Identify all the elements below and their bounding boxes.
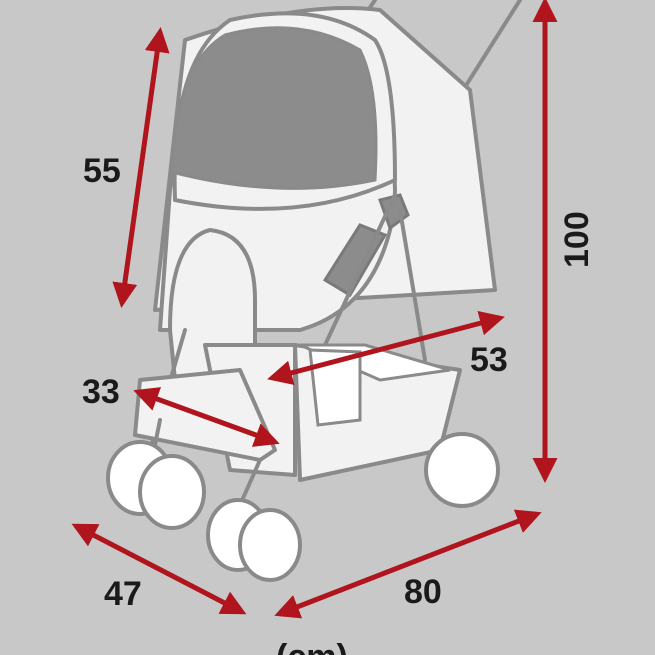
frame-joint [322,223,388,298]
stroller-illustration [106,0,522,582]
front-right-wheel [238,508,302,582]
arrow-canopy-height [112,27,170,308]
rear-right-wheel [424,432,500,508]
front-left-wheel [138,454,206,530]
dimension-arrows [71,0,558,619]
label-canopy-height: 55 [83,152,121,190]
label-total-height: 100 [558,211,596,268]
side-mesh-window [168,228,257,382]
label-basket-length: 53 [470,341,508,379]
arrow-basket-length [267,311,505,385]
arrow-length [274,509,542,619]
label-seat-depth: 33 [82,373,120,411]
canopy-window [170,26,378,190]
label-width: 47 [104,575,142,613]
label-unit: (cm) [276,638,348,655]
label-length: 80 [404,573,442,611]
arrow-seat-depth [133,387,280,447]
arrow-width [71,523,247,615]
frame-rear-axle [238,458,262,507]
